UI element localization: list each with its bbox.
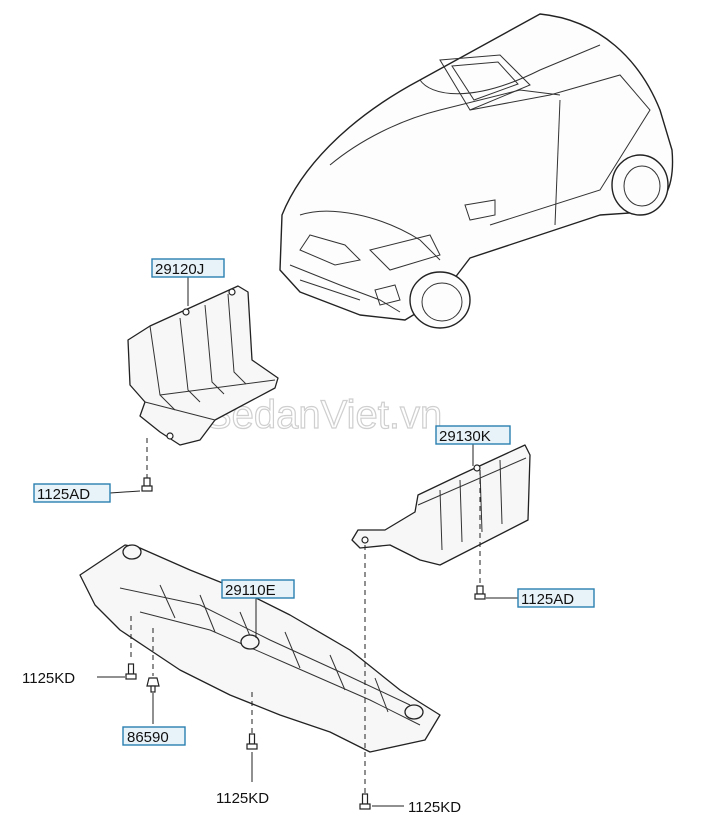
clip-86590 (146, 677, 160, 693)
label-1125kd-left: 1125KD (22, 670, 75, 687)
label-box-86590 (122, 726, 186, 746)
cover-29110e (79, 544, 441, 753)
car-illustration (279, 13, 674, 329)
cover-29120j (127, 285, 279, 446)
label-29120j: 29120J (155, 261, 204, 278)
label-box-1125ad-right (517, 588, 595, 608)
label-box-29110e (221, 579, 295, 599)
label-box-29130k (435, 425, 511, 445)
label-box-1125ad-left (33, 483, 111, 503)
leader-lines (97, 276, 518, 807)
fasteners (125, 477, 486, 810)
label-box-29120j (151, 258, 225, 278)
label-29110e: 29110E (225, 582, 276, 599)
label-1125ad-right: 1125AD (521, 591, 574, 608)
bolt-left (141, 477, 153, 492)
label-29130k: 29130K (439, 428, 491, 445)
part-labels: 29120J 29130K 29110E 1125AD 1125AD 1125K… (22, 258, 595, 816)
label-1125ad-left: 1125AD (37, 486, 90, 503)
screw-center (246, 733, 258, 750)
assembly-lines (130, 438, 481, 795)
label-1125kd-right: 1125KD (408, 799, 461, 816)
label-1125kd-center: 1125KD (216, 790, 269, 807)
screw-right (359, 793, 371, 810)
cover-29130k (351, 444, 531, 566)
screw-left (125, 663, 137, 680)
label-86590: 86590 (127, 729, 169, 746)
bolt-right (474, 585, 486, 600)
